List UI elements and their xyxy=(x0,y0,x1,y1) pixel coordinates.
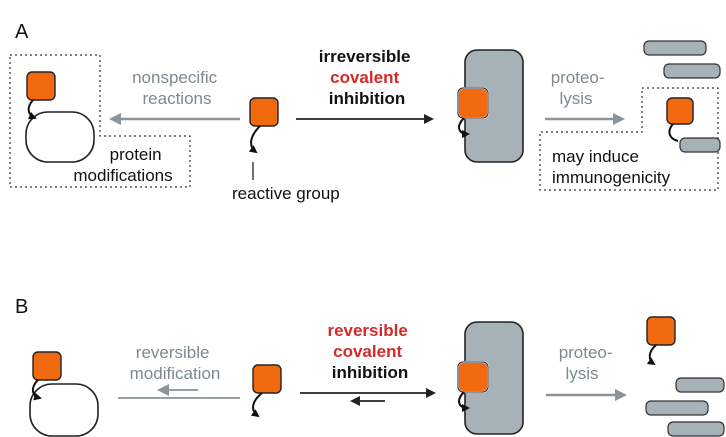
proteolysis-a-line-1: proteo- xyxy=(551,68,605,87)
immunogenicity-box xyxy=(539,87,719,191)
proteolysis-b-line-2: lysis xyxy=(565,364,598,383)
reversible-line-1: reversible xyxy=(327,321,407,340)
bound-inhibitor-block-b xyxy=(457,361,489,393)
reversible-line-2: covalent xyxy=(333,342,402,361)
panel-b: B reversible modification reversible cov… xyxy=(15,296,725,437)
peptide-fragment xyxy=(667,421,725,437)
reversible-inhibition-label: reversible covalent inhibition xyxy=(327,321,412,382)
released-inhibitor-block xyxy=(646,316,676,346)
linker-hook xyxy=(27,99,37,120)
panel-a: A protein modifications nonspecific reac… xyxy=(9,21,721,203)
irreversible-line-2: covalent xyxy=(330,68,399,87)
immunogenicity-line-1: may induce xyxy=(552,147,639,166)
reactive-group-tail xyxy=(248,125,261,154)
protein-modifications-line-2: modifications xyxy=(73,166,172,185)
peptide-fragment xyxy=(643,40,707,56)
reactive-group-label: reactive group xyxy=(232,184,340,203)
reversible-modification-line-1: reversible xyxy=(136,343,210,362)
bound-inhibitor-outline xyxy=(457,87,489,119)
nonspecific-reactions-label: nonspecific reactions xyxy=(132,68,222,108)
nonspecific-line-1: nonspecific xyxy=(132,68,218,87)
irreversible-inhibition-label: irreversible covalent inhibition xyxy=(319,47,415,108)
panel-a-letter: A xyxy=(15,21,29,43)
reversible-modification-line-2: modification xyxy=(130,364,221,383)
peptide-fragment xyxy=(663,63,721,79)
protein-loop-shape-b xyxy=(29,383,99,437)
proteolysis-label-a: proteo- lysis xyxy=(551,68,610,108)
linker-hook-b xyxy=(32,379,42,401)
released-inhibitor-tail xyxy=(646,344,657,366)
fragment-linker-hook xyxy=(668,123,679,142)
bound-inhibitor-outline-b xyxy=(457,361,489,393)
bound-inhibitor-block xyxy=(457,87,489,119)
orange-warhead-block-b xyxy=(32,351,62,381)
orange-warhead-block xyxy=(26,71,56,101)
proteolysis-a-line-2: lysis xyxy=(559,89,592,108)
protein-modifications-box xyxy=(9,54,191,188)
adduct-fragment xyxy=(679,137,721,153)
proteolysis-b-line-1: proteo- xyxy=(559,343,613,362)
fragment-inhibitor-block xyxy=(666,97,694,125)
nonspecific-line-2: reactions xyxy=(143,89,212,108)
free-inhibitor-block-b xyxy=(252,364,282,394)
protein-modifications-label: protein modifications xyxy=(73,145,172,185)
proteolysis-label-b: proteo- lysis xyxy=(559,343,618,383)
irreversible-line-3: inhibition xyxy=(329,89,405,108)
protein-loop-shape xyxy=(25,111,95,163)
irreversible-line-1: irreversible xyxy=(319,47,411,66)
bound-linker-hook-b xyxy=(458,391,470,412)
panel-b-letter: B xyxy=(15,296,28,318)
immunogenicity-label: may induce immunogenicity xyxy=(552,147,671,187)
peptide-fragment xyxy=(675,377,725,393)
protein-modifications-line-1: protein xyxy=(110,145,162,164)
peptide-fragment xyxy=(645,400,709,416)
reversible-line-3: inhibition xyxy=(332,363,408,382)
reactive-group-tail-b xyxy=(250,392,263,418)
reversible-modification-label: reversible modification xyxy=(130,343,221,383)
bound-linker-hook xyxy=(458,117,470,138)
immunogenicity-line-2: immunogenicity xyxy=(552,168,671,187)
free-inhibitor-block xyxy=(249,97,279,127)
